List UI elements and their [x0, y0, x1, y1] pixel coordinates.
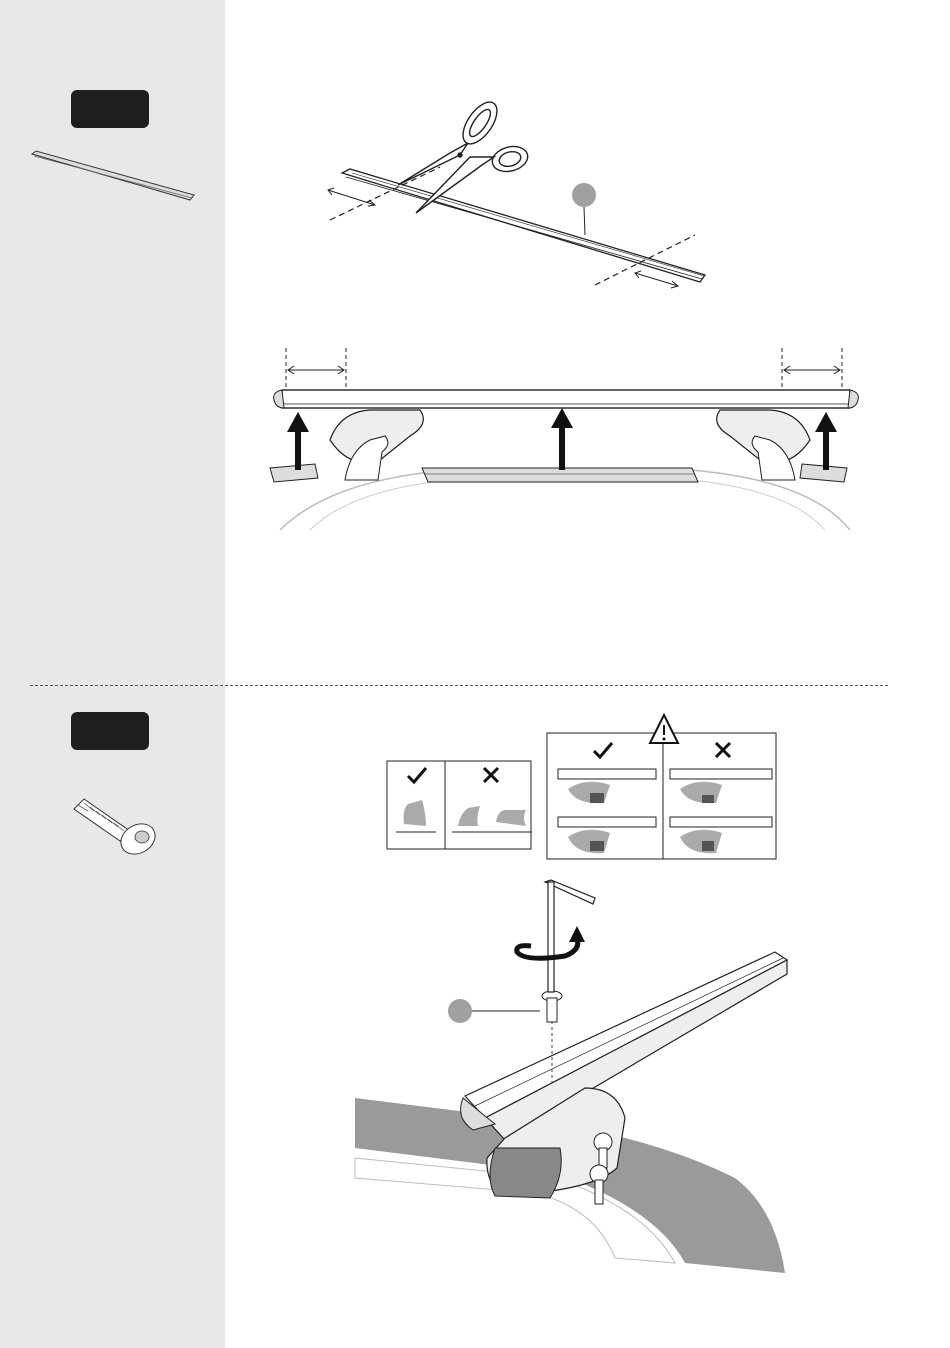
section-divider: [30, 685, 888, 686]
rubber-strip-icon: [28, 148, 198, 208]
callout-circle-icon: [572, 183, 596, 207]
bolt-detail-icon: [542, 991, 562, 1022]
dimension-arrow-left-icon: [288, 366, 344, 374]
bolt-icon: [70, 795, 165, 860]
warning-comparison-box: [546, 713, 778, 863]
step-1-badge: [71, 90, 149, 128]
hex-key-icon: [545, 880, 595, 992]
up-arrow-center-icon: [551, 408, 573, 470]
up-arrow-right-icon: [815, 412, 837, 470]
double-arrow-left-icon: [328, 188, 375, 206]
cut-strip-illustration: [320, 95, 720, 295]
rotation-arrow-icon: [517, 938, 578, 958]
tighten-bolt-illustration: [355, 878, 795, 1278]
step-2-badge: [71, 712, 149, 750]
cut-line-right: [595, 235, 695, 285]
callout-circle-icon: [448, 999, 472, 1023]
dimension-arrow-right-icon: [784, 366, 840, 374]
warning-triangle-icon: [650, 715, 678, 743]
insert-strip-illustration: [270, 340, 870, 540]
position-check-box: [386, 760, 536, 852]
up-arrow-left-icon: [287, 412, 309, 470]
